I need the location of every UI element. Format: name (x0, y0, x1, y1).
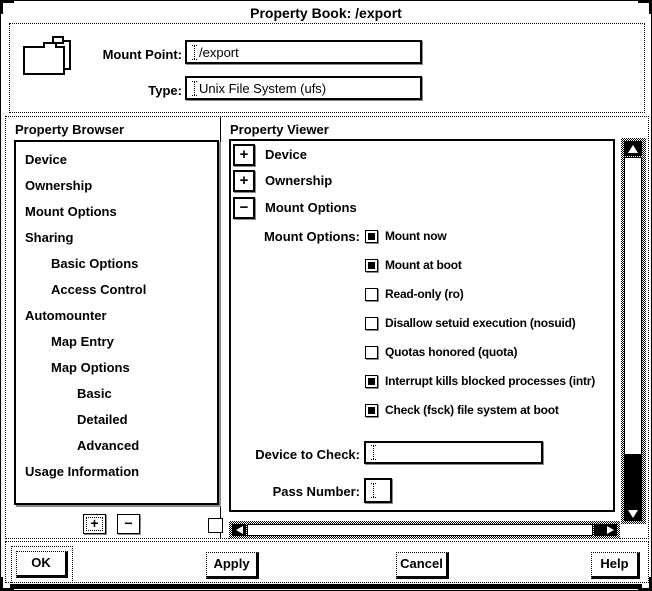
mount-point-label: Mount Point: (102, 47, 182, 62)
checkbox-row: Mount at boot (365, 258, 462, 272)
window-bottom-frame (10, 584, 642, 589)
mount-point-input[interactable]: /export (185, 40, 422, 64)
browser-item-automounter[interactable]: Automounter (25, 308, 107, 323)
vertical-scrollbar-thumb[interactable] (624, 157, 642, 455)
header-form-panel: Mount Point: /export Type: Unix File Sys… (9, 23, 645, 113)
mount-options-group-label: Mount Options: (263, 229, 360, 244)
checkbox-row: Interrupt kills blocked processes (intr) (365, 374, 595, 388)
browser-item-usage-information[interactable]: Usage Information (25, 464, 140, 479)
browser-item-advanced[interactable]: Advanced (77, 438, 140, 453)
horizontal-scrollbar[interactable] (229, 521, 620, 539)
footer-button-panel: OK Apply Cancel Help (5, 541, 649, 583)
browser-item-detailed[interactable]: Detailed (77, 412, 128, 427)
browser-item-map-entry[interactable]: Map Entry (51, 334, 114, 349)
window-corner-resize-handle[interactable] (1, 577, 14, 590)
up-arrow-icon (628, 144, 638, 153)
mount-now-checkbox[interactable] (365, 229, 378, 243)
scroll-left-button[interactable] (232, 524, 246, 536)
read-only-label: Read-only (ro) (385, 287, 464, 301)
disallow-setuid-checkbox[interactable] (365, 316, 378, 330)
text-cursor (370, 445, 377, 460)
disallow-setuid-label: Disallow setuid execution (nosuid) (385, 316, 576, 330)
check-fsck-checkbox[interactable] (365, 403, 378, 417)
property-browser-list: Device Ownership Mount Options Sharing B… (14, 140, 219, 505)
tree-collapse-button-mount-options[interactable]: − (233, 197, 255, 219)
text-cursor (191, 44, 198, 60)
window-corner-resize-handle[interactable] (1, 1, 14, 14)
type-value: Unix File System (ufs) (199, 80, 327, 96)
text-cursor (370, 483, 377, 498)
quotas-honored-checkbox[interactable] (365, 345, 378, 359)
window-corner-resize-handle[interactable] (638, 1, 651, 14)
browser-item-sharing[interactable]: Sharing (25, 230, 74, 245)
pass-number-input[interactable] (364, 478, 392, 503)
checkbox-row: Quotas honored (quota) (365, 345, 517, 359)
pass-number-label: Pass Number: (272, 484, 360, 499)
scrollbar-track-fill[interactable] (624, 455, 642, 506)
browser-item-basic-options[interactable]: Basic Options (51, 256, 139, 271)
device-to-check-input[interactable] (364, 441, 543, 464)
vertical-scrollbar[interactable] (621, 138, 646, 524)
tree-label-mount-options[interactable]: Mount Options (265, 200, 357, 215)
quotas-honored-label: Quotas honored (quota) (385, 345, 518, 359)
scrollbar-track-fill[interactable] (594, 524, 603, 536)
check-fsck-label: Check (fsck) file system at boot (385, 403, 559, 417)
horizontal-scrollbar-thumb[interactable] (247, 524, 593, 536)
device-to-check-label: Device to Check: (255, 447, 360, 462)
read-only-checkbox[interactable] (365, 287, 378, 301)
scroll-right-button[interactable] (603, 524, 617, 536)
collapse-all-button[interactable]: − (117, 514, 140, 534)
pane-divider (220, 117, 221, 538)
checkbox-row: Disallow setuid execution (nosuid) (365, 316, 576, 330)
tree-label-device[interactable]: Device (265, 147, 307, 162)
browser-item-access-control[interactable]: Access Control (51, 282, 147, 297)
window-title: Property Book: /export (250, 5, 402, 21)
browser-item-ownership[interactable]: Ownership (25, 178, 93, 193)
tree-label-ownership[interactable]: Ownership (265, 173, 333, 188)
help-button[interactable]: Help (591, 552, 640, 579)
apply-button[interactable]: Apply (206, 552, 259, 579)
browser-item-mount-options[interactable]: Mount Options (25, 204, 117, 219)
checkbox-row: Read-only (ro) (365, 287, 464, 301)
interrupt-kills-label: Interrupt kills blocked processes (intr) (385, 374, 596, 388)
expand-all-button[interactable]: + (83, 514, 106, 534)
property-browser-title: Property Browser (15, 122, 125, 137)
left-arrow-icon (235, 526, 243, 534)
down-arrow-icon (628, 509, 638, 518)
scroll-up-button[interactable] (624, 141, 642, 156)
text-cursor (191, 80, 198, 96)
tree-expand-button-ownership[interactable]: + (233, 170, 255, 192)
checkbox-row: Check (fsck) file system at boot (365, 403, 559, 417)
browser-item-device[interactable]: Device (25, 152, 67, 167)
type-label: Type: (148, 83, 182, 98)
interrupt-kills-checkbox[interactable] (365, 374, 378, 388)
ok-button[interactable]: OK (11, 546, 73, 583)
mount-at-boot-label: Mount at boot (385, 258, 462, 272)
mount-now-label: Mount now (385, 229, 447, 243)
tree-expand-button-device[interactable]: + (233, 144, 255, 166)
browser-item-basic[interactable]: Basic (77, 386, 112, 401)
pane-sash-handle[interactable] (208, 518, 223, 533)
folder-icon (23, 36, 71, 75)
window-corner-resize-handle[interactable] (638, 577, 651, 590)
property-viewer-title: Property Viewer (230, 122, 329, 137)
right-arrow-icon (606, 526, 614, 534)
mount-at-boot-checkbox[interactable] (365, 258, 378, 272)
type-input[interactable]: Unix File System (ufs) (185, 76, 422, 100)
property-viewer: + Device + Ownership − Mount Options Mou… (229, 139, 615, 512)
main-panel: Property Browser Device Ownership Mount … (5, 116, 649, 539)
scroll-down-button[interactable] (624, 506, 642, 521)
mount-point-value: /export (199, 44, 239, 60)
browser-item-map-options[interactable]: Map Options (51, 360, 130, 375)
cancel-button[interactable]: Cancel (396, 552, 449, 579)
checkbox-row: Mount now (365, 229, 447, 243)
